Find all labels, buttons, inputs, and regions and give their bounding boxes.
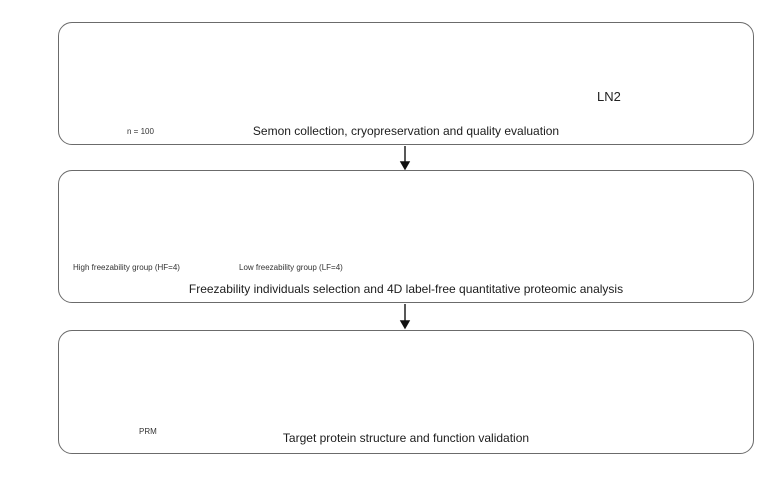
low-freezability-label: Low freezability group (LF=4) — [239, 263, 343, 272]
panel-caption: Target protein structure and function va… — [282, 431, 530, 445]
panel-proteomics: High freezability group (HF=4) Low freez… — [58, 170, 754, 303]
down-arrow-icon — [399, 146, 411, 330]
high-freezability-label: High freezability group (HF=4) — [73, 263, 180, 272]
prm-label: PRM — [139, 427, 157, 436]
panel-validation: PRM Target protein structure and functio… — [58, 330, 754, 454]
sample-count-label: n = 100 — [127, 127, 154, 136]
ln2-label: LN2 — [597, 89, 621, 104]
panel-caption: Semon collection, cryopreservation and q… — [252, 124, 560, 138]
panel-collection: n = 100 LN2 Semon collection, cryopreser… — [58, 22, 754, 145]
panel-caption: Freezability individuals selection and 4… — [188, 282, 624, 296]
